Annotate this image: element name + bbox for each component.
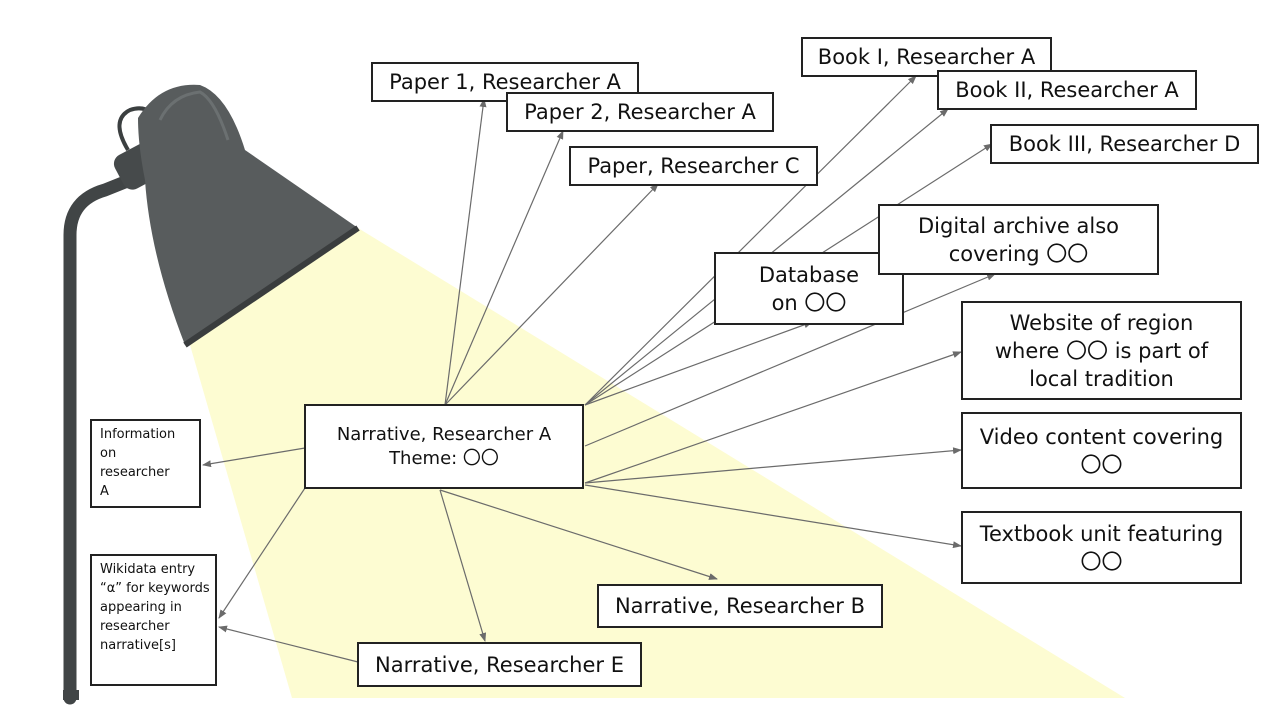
light-beam	[190, 228, 1125, 698]
node-narrE-label: Narrative, Researcher E	[375, 652, 624, 677]
node-archive-line1: Digital archive also	[917, 213, 1120, 238]
node-book2: Book II, Researcher A	[937, 70, 1197, 110]
node-textbook: Textbook unit featuring 〇〇	[961, 511, 1242, 584]
node-website-line1: Website of region	[1009, 310, 1194, 335]
arrow-to-paper2	[444, 130, 564, 406]
node-archive-line2: covering 〇〇	[948, 241, 1089, 266]
node-info-label: Information on researcher A	[100, 427, 176, 499]
node-database-line1: Database	[758, 262, 860, 287]
node-paper2: Paper 2, Researcher A	[506, 92, 774, 132]
node-book3-label: Book III, Researcher D	[1008, 132, 1241, 156]
arrow-to-textbook	[584, 484, 962, 549]
node-textbook-line2: 〇〇	[1080, 549, 1123, 574]
node-center: Narrative, Researcher A Theme: 〇〇	[304, 404, 584, 489]
node-database: Database on 〇〇	[714, 252, 904, 325]
node-website-line3: local tradition	[1029, 366, 1174, 391]
node-paper2-label: Paper 2, Researcher A	[524, 100, 756, 124]
arrow-to-book1	[584, 75, 917, 406]
node-center-line2: Theme: 〇〇	[389, 447, 499, 469]
arrow-to-paperC	[444, 183, 659, 406]
arrow-to-narrB	[439, 489, 718, 580]
node-video-line1: Video content covering	[979, 424, 1224, 449]
node-info: Information on researcher A	[90, 419, 201, 508]
node-video: Video content covering 〇〇	[961, 412, 1242, 489]
node-narrB: Narrative, Researcher B	[597, 584, 883, 628]
node-textbook-line1: Textbook unit featuring	[979, 521, 1224, 546]
arrow-narrE-to-wikidata	[218, 625, 359, 663]
arrow-to-info	[202, 447, 306, 468]
node-narrE: Narrative, Researcher E	[357, 642, 642, 687]
node-narrB-label: Narrative, Researcher B	[614, 594, 866, 618]
arrow-to-wikidata	[218, 487, 306, 619]
node-book2-label: Book II, Researcher A	[955, 78, 1179, 102]
arrow-to-paper1	[444, 98, 487, 406]
node-database-line2: on 〇〇	[771, 290, 847, 315]
node-book1-label: Book I, Researcher A	[817, 45, 1036, 69]
arrow-to-archive	[584, 273, 996, 447]
arrow-to-database	[584, 321, 813, 406]
node-paperC-label: Paper, Researcher C	[587, 154, 800, 178]
arrow-to-narrE	[439, 489, 487, 642]
node-website-line2: where 〇〇 is part of	[994, 338, 1209, 363]
node-paper1-label: Paper 1, Researcher A	[389, 70, 621, 94]
node-archive: Digital archive also covering 〇〇	[878, 204, 1159, 275]
arrow-to-video	[584, 447, 962, 484]
lamp-illustration	[63, 84, 360, 705]
node-wikidata-label: Wikidata entry “α” for keywords appearin…	[100, 562, 210, 653]
arrows	[202, 75, 996, 663]
node-website: Website of region where 〇〇 is part of lo…	[961, 301, 1242, 400]
node-wikidata: Wikidata entry “α” for keywords appearin…	[90, 554, 217, 686]
node-book1: Book I, Researcher A	[801, 37, 1052, 77]
node-paperC: Paper, Researcher C	[569, 146, 818, 186]
node-book3: Book III, Researcher D	[990, 124, 1259, 164]
node-video-line2: 〇〇	[1080, 452, 1123, 477]
node-center-line1: Narrative, Researcher A	[336, 423, 552, 445]
arrow-to-website	[584, 351, 962, 484]
